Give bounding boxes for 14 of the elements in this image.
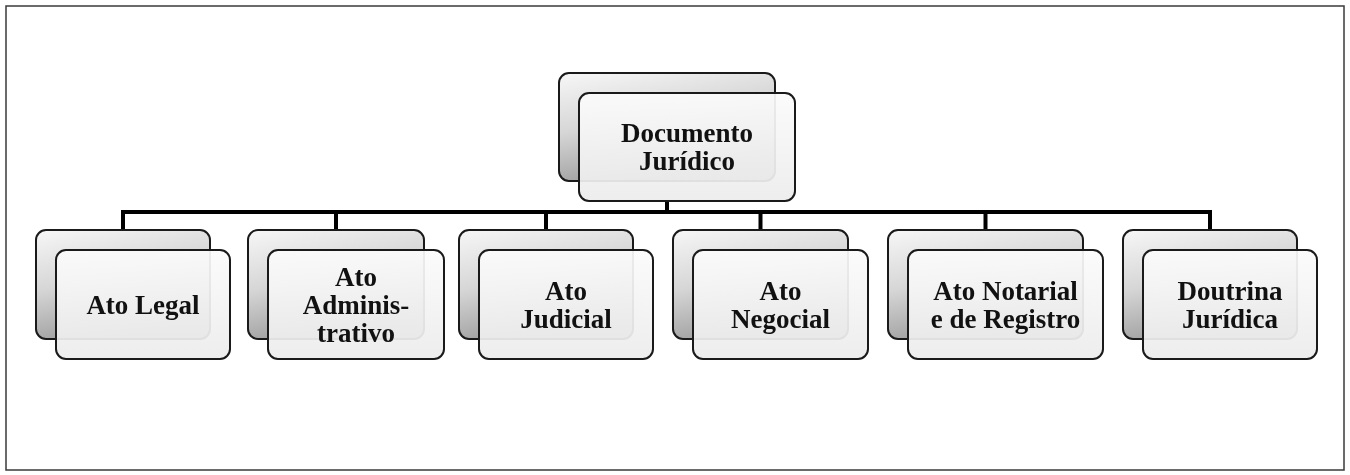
node-label: Ato Notarial e de Registro: [929, 276, 1082, 333]
stacked-card: [247, 229, 445, 360]
node-label: Ato Judicial: [519, 276, 613, 333]
node-label: Ato Adminis- trativo: [301, 262, 411, 347]
node-label: Ato Legal: [86, 290, 200, 319]
stacked-card: [1122, 229, 1318, 360]
stacked-card: [458, 229, 654, 360]
node-label: Doutrina Jurídica: [1176, 276, 1284, 333]
node-label: Ato Negocial: [730, 276, 831, 333]
node-label: Documento Jurídico: [620, 119, 754, 175]
stacked-card: [887, 229, 1104, 360]
stacked-card: [35, 229, 231, 360]
stacked-card: [672, 229, 869, 360]
stacked-card: [558, 72, 796, 202]
